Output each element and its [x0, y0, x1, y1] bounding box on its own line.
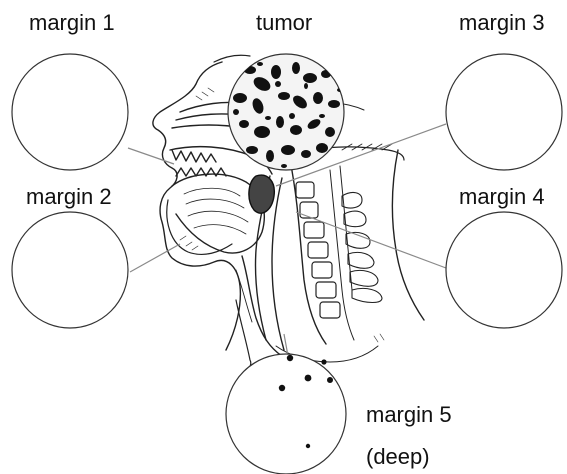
label-margin2: margin 2 [26, 186, 112, 208]
upper-teeth [172, 150, 216, 162]
margin4-circle [446, 212, 562, 328]
margin5-circle [226, 354, 346, 474]
margin1-circle [12, 54, 128, 170]
leader-line-margin1 [128, 148, 174, 164]
label-tumor: tumor [256, 12, 312, 34]
leader-line-margin4 [296, 212, 446, 268]
label-margin4: margin 4 [459, 186, 545, 208]
leader-line-margin5 [284, 334, 288, 356]
label-margin3: margin 3 [459, 12, 545, 34]
sample-circles [12, 54, 562, 474]
margin2-circle [12, 212, 128, 328]
face-profile [153, 62, 240, 350]
label-deep: (deep) [366, 446, 430, 468]
label-margin1: margin 1 [29, 12, 115, 34]
neck-posterior [392, 150, 424, 320]
tumor-mass [249, 175, 274, 213]
label-margin5: margin 5 [366, 404, 452, 426]
margin3-circle [446, 54, 562, 170]
skull-top [214, 55, 250, 62]
larynx [242, 256, 282, 356]
